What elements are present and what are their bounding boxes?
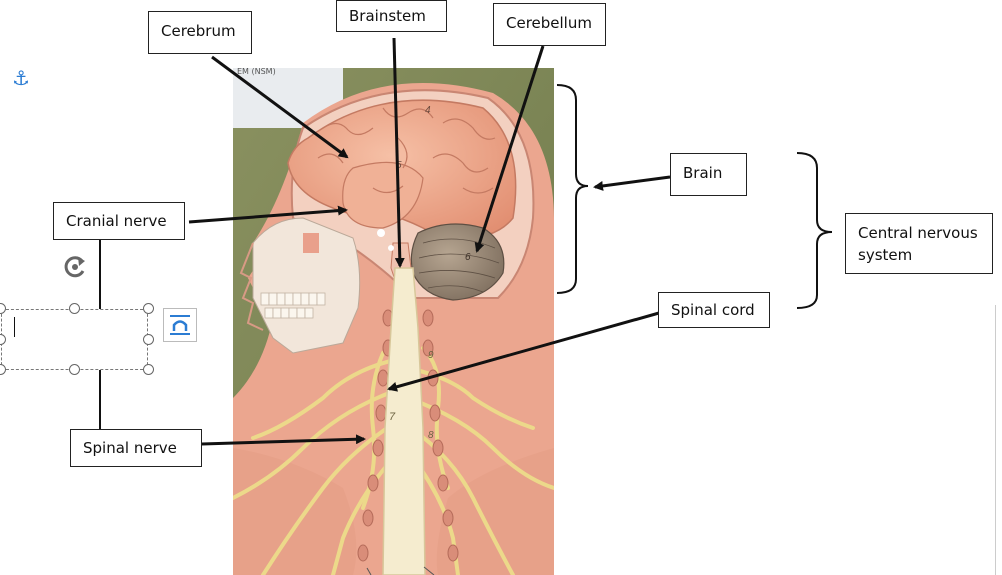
resize-handle[interactable]	[69, 364, 80, 375]
rotate-handle-icon[interactable]	[60, 252, 90, 287]
resize-handle[interactable]	[69, 303, 80, 314]
arrow-cerebellum	[474, 45, 545, 253]
model-number: 7	[389, 411, 396, 423]
label-spinal-cord[interactable]: Spinal cord	[658, 292, 770, 328]
text-caret	[14, 317, 15, 337]
resize-handle[interactable]	[143, 364, 154, 375]
label-brain[interactable]: Brain	[670, 153, 747, 196]
label-cerebellum[interactable]: Cerebellum	[493, 3, 606, 46]
label-brainstem[interactable]: Brainstem	[336, 0, 447, 32]
model-number: 6	[465, 252, 471, 263]
model-number: 8	[428, 430, 434, 441]
model-number: 5	[396, 160, 402, 171]
anatomy-model-photo: EM (NSM)	[233, 68, 554, 575]
bracket-central-nervous-system	[796, 152, 833, 309]
layout-options-button[interactable]	[163, 308, 197, 342]
label-cerebrum[interactable]: Cerebrum	[148, 11, 252, 54]
arrow-cranial-nerve	[188, 205, 348, 224]
label-cranial-nerve[interactable]: Cranial nerve	[53, 202, 185, 240]
arrow-spinal-nerve	[201, 434, 366, 446]
resize-handle[interactable]	[143, 334, 154, 345]
anchor-icon[interactable]: ⚓	[12, 66, 30, 90]
arrow-cerebrum	[211, 55, 349, 159]
right-edge-panel	[995, 305, 1002, 575]
photo-corner-tag: EM (NSM)	[237, 68, 276, 76]
arrow-brain	[593, 175, 671, 191]
model-number: 9	[428, 350, 434, 361]
arrow-spinal-cord	[387, 311, 660, 392]
bracket-brain	[556, 84, 589, 294]
label-spinal-nerve[interactable]: Spinal nerve	[70, 429, 202, 467]
selected-text-box[interactable]	[1, 309, 148, 370]
resize-handle[interactable]	[143, 303, 154, 314]
model-number: 4	[425, 105, 431, 116]
arrow-brainstem	[392, 37, 405, 268]
layout-options-icon	[170, 315, 190, 335]
label-central-nervous-system[interactable]: Central nervous system	[845, 213, 993, 274]
